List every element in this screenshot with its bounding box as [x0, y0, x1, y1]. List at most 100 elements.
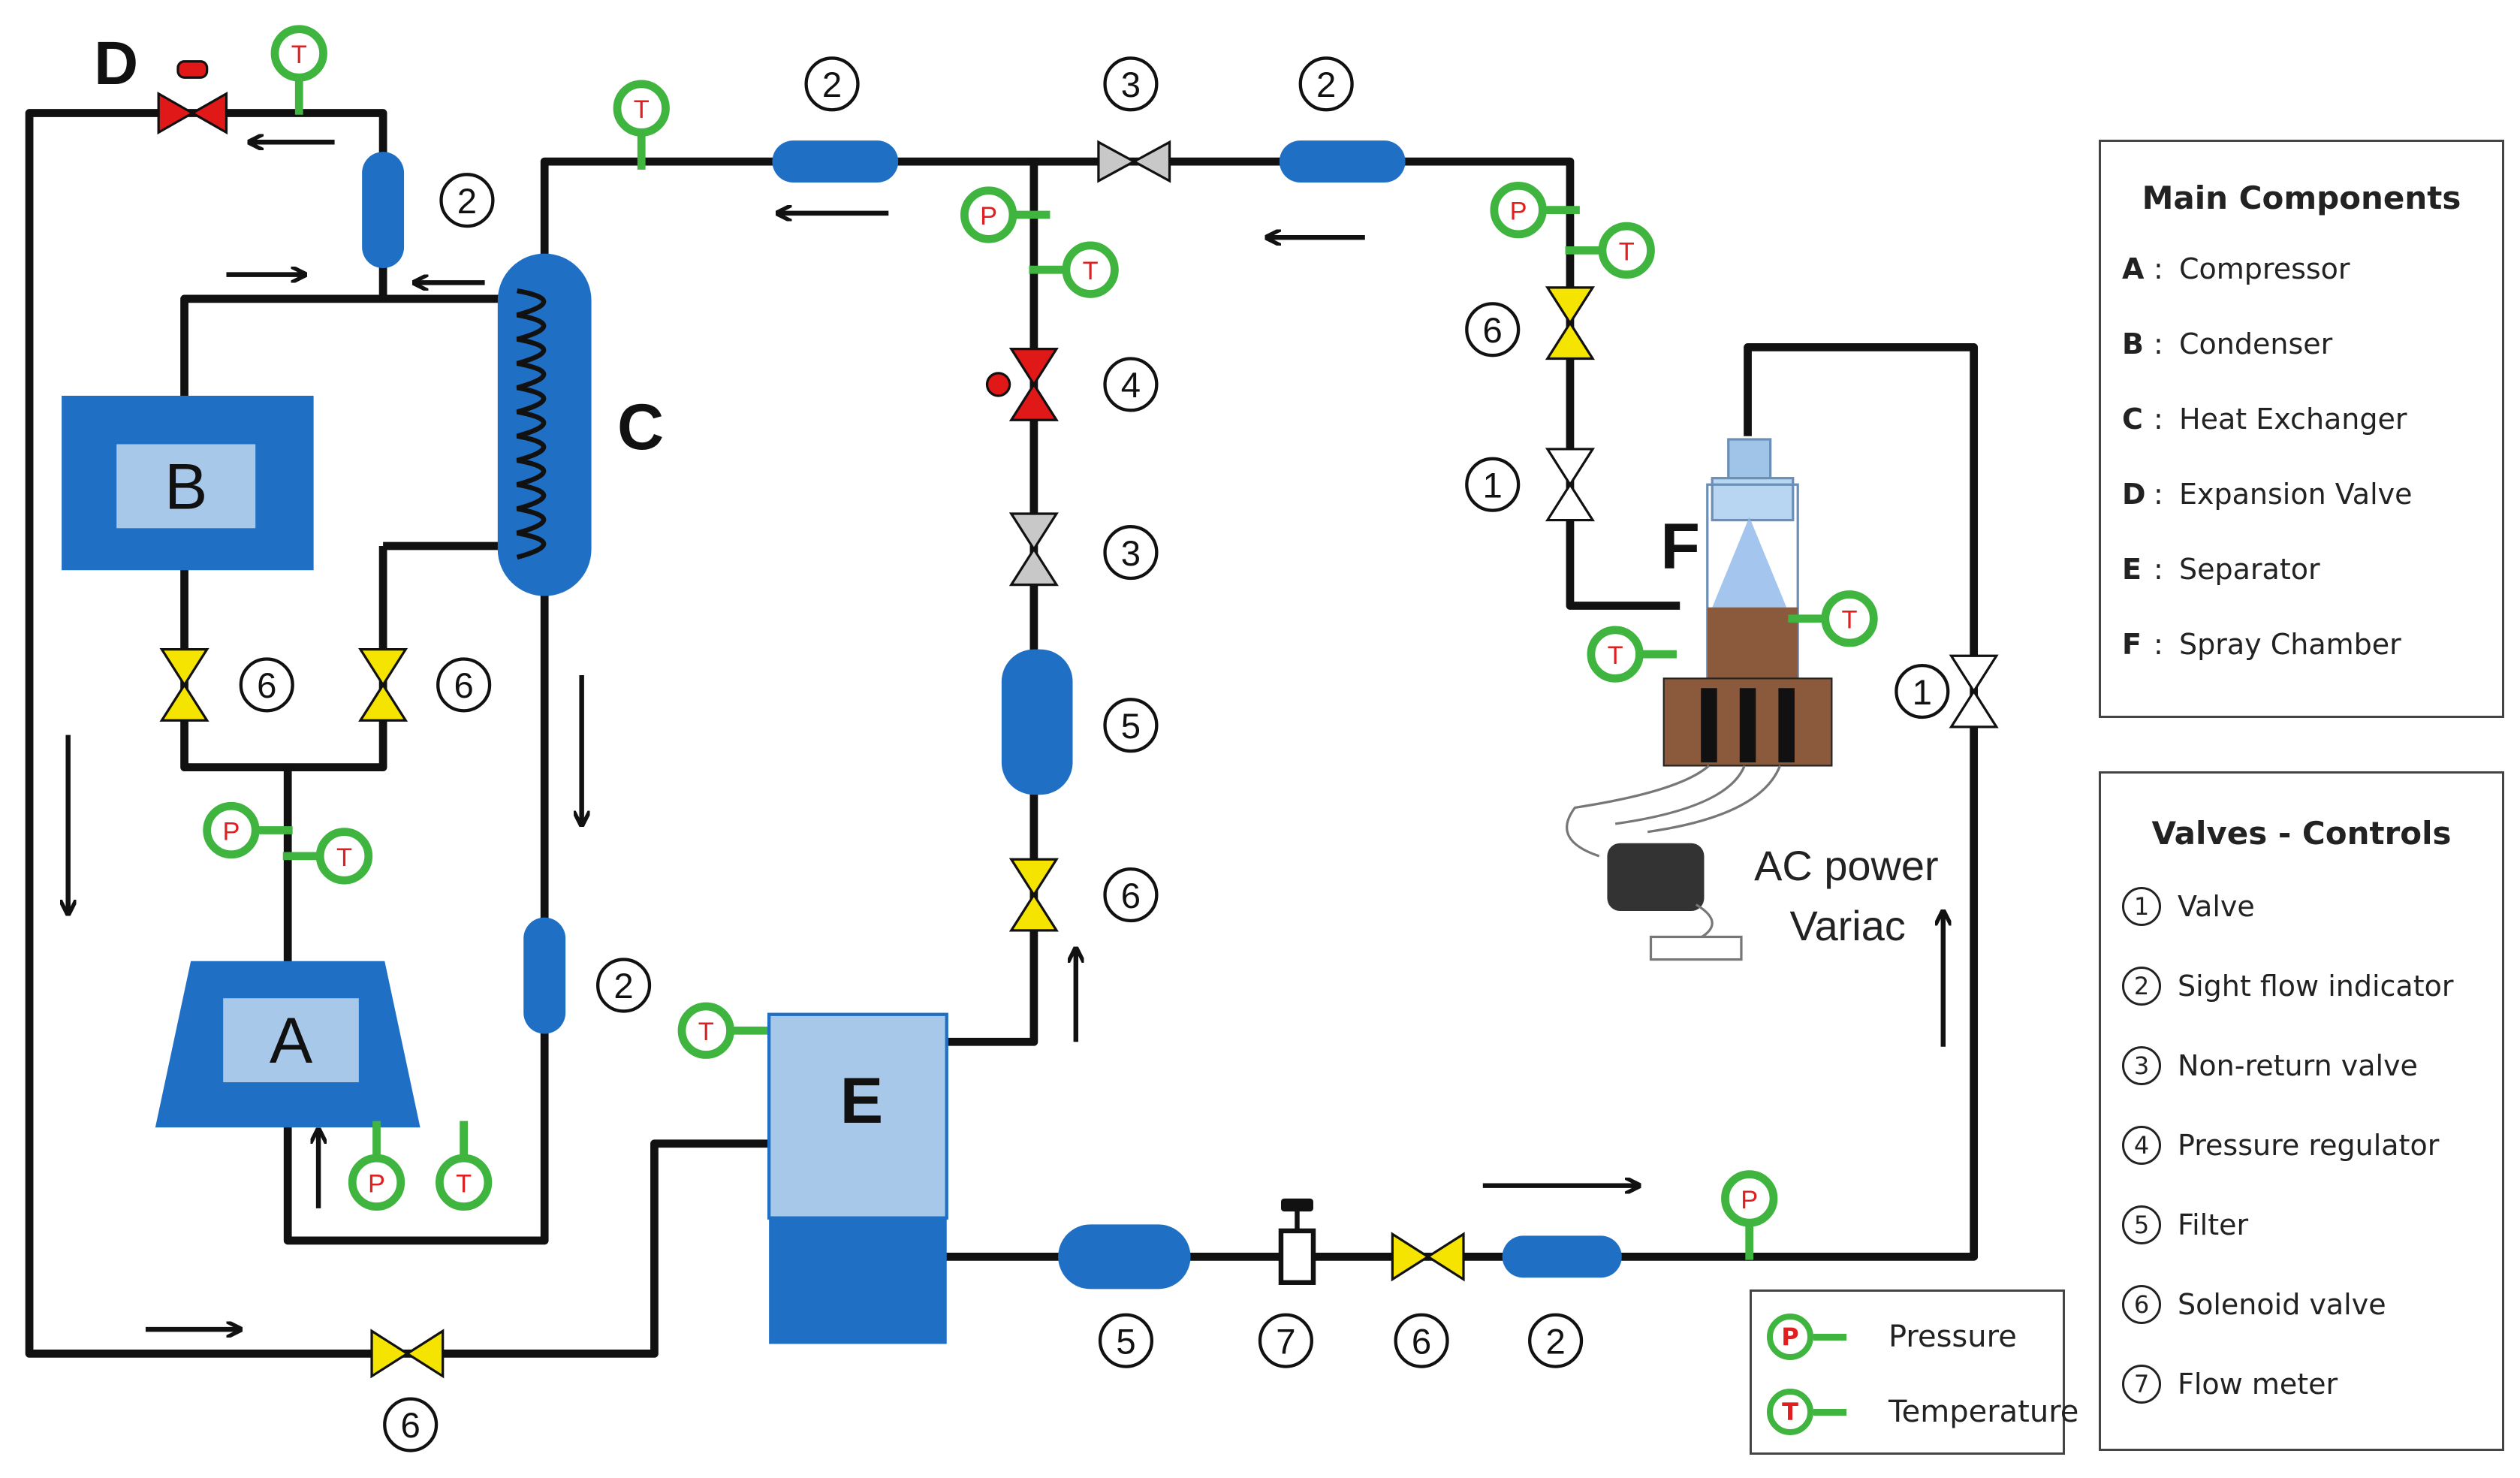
number-5-label: 5: [1103, 698, 1159, 753]
temperature-gauge-icon: T: [1565, 222, 1655, 279]
valve-control-label: Valve: [2178, 890, 2255, 923]
temperature-legend-label: Temperature: [1888, 1395, 2079, 1429]
svg-text:1: 1: [1483, 466, 1503, 505]
svg-text:T: T: [1619, 237, 1635, 266]
separator-colon: :: [2154, 327, 2163, 360]
valve-control-label: Sight flow indicator: [2178, 970, 2454, 1003]
svg-text:2: 2: [822, 65, 842, 105]
valve-control-number: 2: [2122, 967, 2161, 1006]
svg-text:T: T: [1842, 606, 1858, 635]
pressure-gauge-icon: P: [1767, 1314, 1846, 1360]
main-component-label: Heat Exchanger: [2179, 403, 2407, 436]
ac-power-line1: AC power: [1754, 842, 1938, 889]
component-letters: D C E F: [94, 29, 1700, 1137]
svg-text:P: P: [368, 1169, 385, 1198]
valve-control-number: 5: [2122, 1205, 2161, 1244]
separator-colon: :: [2154, 478, 2163, 511]
main-component-row: A: Compressor: [2101, 231, 2502, 306]
number-6-label: 6: [436, 657, 492, 713]
sight-flow-indicators: [362, 140, 1622, 1278]
number-2-label: 2: [596, 958, 652, 1013]
pressure-gauge-icon: P: [1721, 1170, 1778, 1260]
valve-control-number: 6: [2122, 1285, 2161, 1324]
svg-text:2: 2: [1545, 1322, 1565, 1362]
valve-control-label: Flow meter: [2178, 1368, 2338, 1401]
valve-control-label: Pressure regulator: [2178, 1129, 2440, 1162]
svg-text:P: P: [1510, 198, 1527, 226]
number-1-label: 1: [1465, 457, 1521, 512]
svg-text:P: P: [1741, 1186, 1758, 1214]
separator-e: [767, 1012, 948, 1344]
flow-meter: [1278, 1198, 1316, 1285]
label-b: B: [164, 451, 207, 523]
valve-control-number: 7: [2122, 1365, 2161, 1404]
svg-text:T: T: [336, 843, 352, 872]
pressure-gauge-icon: P: [348, 1121, 405, 1211]
pipes: [25, 109, 1979, 1358]
separator-colon: :: [2154, 628, 2163, 661]
temperature-gauge-icon: T: [677, 1002, 767, 1059]
number-7-label: 7: [1258, 1313, 1313, 1368]
valves: [157, 60, 1999, 1379]
ac-power-label: AC power Variac: [1754, 842, 1938, 949]
compressor-a: A: [155, 961, 421, 1128]
spray-chamber-f: [1566, 438, 1833, 961]
svg-text:6: 6: [257, 666, 276, 706]
main-components-title: Main Components: [2142, 179, 2461, 216]
heat-exchanger-c: [497, 253, 592, 596]
svg-text:6: 6: [454, 666, 473, 706]
valve-control-number: 4: [2122, 1126, 2161, 1165]
number-6-label: 6: [1394, 1313, 1449, 1368]
label-e: E: [840, 1065, 883, 1137]
svg-text:P: P: [980, 202, 997, 231]
svg-text:2: 2: [613, 967, 633, 1006]
svg-text:T: T: [698, 1018, 714, 1046]
main-component-row: C:Heat Exchanger: [2101, 382, 2502, 457]
label-a: A: [270, 1005, 313, 1077]
flow-arrows: [68, 142, 1943, 1329]
condenser-b: B: [62, 395, 314, 571]
temperature-gauge-icon: T: [282, 828, 373, 885]
svg-text:2: 2: [457, 182, 477, 222]
svg-text:T: T: [456, 1169, 472, 1198]
main-component-key: A: [2122, 252, 2145, 285]
main-component-row: E:Separator: [2101, 532, 2502, 607]
main-component-label: Separator: [2179, 553, 2320, 586]
svg-text:7: 7: [1276, 1322, 1295, 1362]
main-component-label: Compressor: [2179, 252, 2350, 285]
number-2-label: 2: [804, 56, 860, 112]
pressure-legend-label: Pressure: [1888, 1320, 2017, 1354]
svg-text:6: 6: [1483, 311, 1503, 351]
label-c: C: [617, 391, 664, 463]
temperature-gauge-icon: T: [1587, 626, 1677, 683]
pressure-gauge-icon: P: [960, 186, 1051, 243]
number-3-label: 3: [1103, 56, 1159, 112]
temperature-legend-row: T Temperature: [1752, 1374, 2078, 1449]
valve-control-row: 2 Sight flow indicator: [2101, 946, 2502, 1026]
number-6-label: 6: [383, 1397, 439, 1452]
main-component-label: Condenser: [2179, 327, 2333, 360]
main-component-key: F: [2122, 628, 2142, 661]
separator-colon: :: [2154, 403, 2163, 436]
svg-text:P: P: [222, 817, 240, 846]
temperature-gauge-icon: T: [613, 80, 670, 170]
svg-text:T: T: [1608, 641, 1623, 670]
svg-text:5: 5: [1121, 707, 1141, 747]
separator-colon: :: [2154, 252, 2163, 285]
main-component-key: D: [2122, 478, 2146, 511]
main-component-row: D: Expansion Valve: [2101, 457, 2502, 532]
main-component-label: Expansion Valve: [2179, 478, 2413, 511]
svg-text:T: T: [634, 95, 650, 124]
svg-text:5: 5: [1116, 1322, 1135, 1362]
svg-text:6: 6: [1412, 1322, 1431, 1362]
